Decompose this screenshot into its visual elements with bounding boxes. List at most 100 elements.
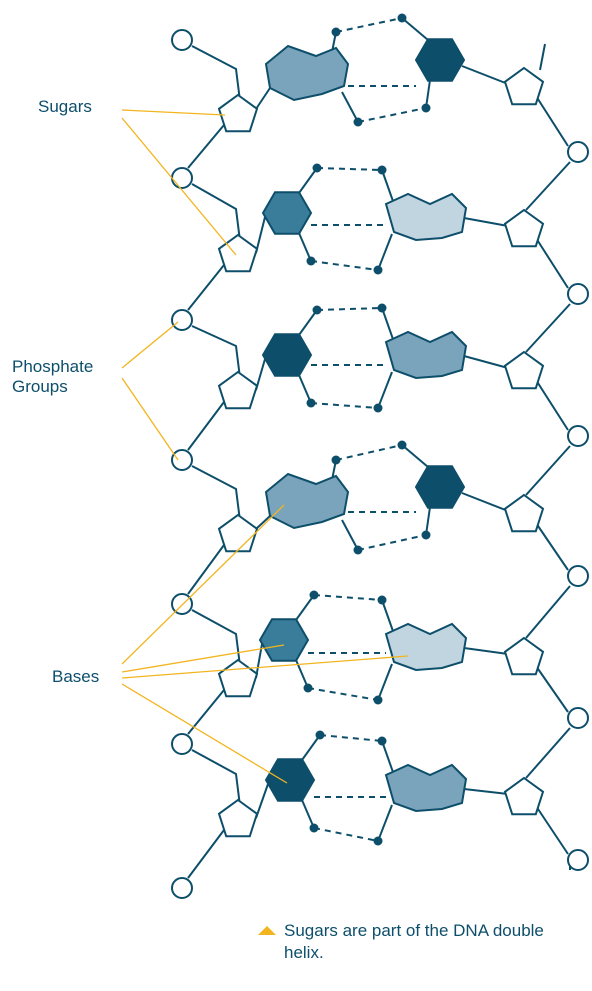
right-link-4 [461,492,509,512]
right-sugar-5 [503,636,545,676]
bond-bottom-6 [313,827,379,842]
left-phosphate-4 [171,449,193,471]
right-link-2 [463,217,509,227]
atom-dot-6-2 [377,736,387,746]
right-sugar-4 [503,493,545,533]
atom-dot-4-3 [353,545,363,555]
sugar-pentagons [217,66,545,838]
atom-dot-1-1 [331,27,341,37]
bond-bottom-5 [307,687,379,701]
left-stem-bot-2 [298,232,312,262]
right-base-5 [384,622,468,672]
left-base-2 [261,191,313,235]
label-leader-lines [121,109,409,784]
bond-bottom-4 [357,534,427,551]
bond-bottom-3 [310,402,379,409]
atom-dot-1-2 [397,13,407,23]
left-base-5 [258,618,310,662]
bond-top-2 [316,167,383,171]
atom-dot-5-3 [303,683,313,693]
right-phosphate-5 [567,707,589,729]
base-to-sugar-links [255,17,509,842]
left-base-4 [264,472,350,530]
bond-top-1 [335,17,403,33]
left-stem-bot-4 [341,519,359,551]
left-link-5 [255,643,263,679]
left-sugar-6 [217,798,259,838]
atom-dot-4-1 [331,455,341,465]
left-sugar-1 [217,93,259,133]
left-base-6 [264,758,316,802]
left-stem-top-5 [295,594,315,621]
right-stem-bot-6 [377,804,393,842]
phosphate-circles [171,29,589,899]
left-base-3 [261,333,313,377]
left-link-1 [255,87,271,110]
right-link-3 [463,355,509,369]
right-link-6 [463,788,509,795]
left-sugar-3 [217,370,259,410]
left-phosphate-6 [171,733,193,755]
right-link-5 [463,647,509,655]
leader-line-6 [121,644,285,673]
right-stem-top-3 [381,307,395,343]
atom-dot-6-1 [315,730,325,740]
atom-dot-2-3 [306,256,316,266]
nitrogenous-bases [258,38,468,813]
right-base-2 [384,192,468,242]
left-sugar-5 [217,658,259,698]
atom-dot-1-3 [353,117,363,127]
leader-line-3 [121,321,179,369]
atom-dot-2-1 [312,163,322,173]
right-sugar-1 [503,66,545,106]
right-stem-top-2 [381,169,395,205]
right-stem-top-1 [401,17,429,41]
left-stem-top-6 [301,734,321,761]
right-base-3 [384,330,468,380]
right-stem-bot-2 [377,233,393,271]
bond-atoms [303,13,431,846]
leader-line-1 [121,109,226,116]
bond-top-5 [313,594,383,601]
atom-dot-5-1 [309,590,319,600]
atom-dot-6-4 [373,836,383,846]
caption-text: Sugars are part of the DNA double helix. [284,921,544,962]
right-sugar-3 [503,350,545,390]
left-phosphate-1 [171,29,193,51]
right-phosphate-1 [567,141,589,163]
left-stem-bot-1 [341,91,359,123]
left-sugar-4 [217,513,259,553]
leader-line-2 [121,117,237,256]
leader-line-8 [121,683,288,784]
right-sugar-6 [503,776,545,816]
right-stem-bot-1 [425,79,431,109]
left-link-2 [255,216,266,254]
left-phosphate-2 [171,167,193,189]
atom-dot-3-2 [377,303,387,313]
bond-bottom-2 [310,260,379,271]
atom-dot-5-2 [377,595,387,605]
right-phosphate-6 [567,849,589,871]
phosphate-groups-label: Phosphate Groups [12,357,94,396]
right-stem-top-5 [381,599,395,635]
left-sugar-2 [217,233,259,273]
left-link-4 [255,515,271,530]
right-base-1 [414,38,466,82]
right-sugar-2 [503,208,545,248]
bases-label: Bases [52,667,100,686]
bond-top-3 [316,307,383,311]
bond-bottom-1 [357,107,427,123]
atom-dot-2-2 [377,165,387,175]
right-stem-top-6 [381,740,395,776]
right-phosphate-3 [567,425,589,447]
right-phosphate-2 [567,283,589,305]
atom-dot-4-4 [421,530,431,540]
right-stem-bot-5 [377,663,393,701]
left-link-6 [255,783,269,819]
bond-top-4 [335,444,403,461]
atom-dot-3-3 [306,398,316,408]
atom-dot-3-1 [312,305,322,315]
atom-dot-2-4 [373,265,383,275]
right-link-1 [461,65,509,85]
left-backbone-path [187,45,241,879]
